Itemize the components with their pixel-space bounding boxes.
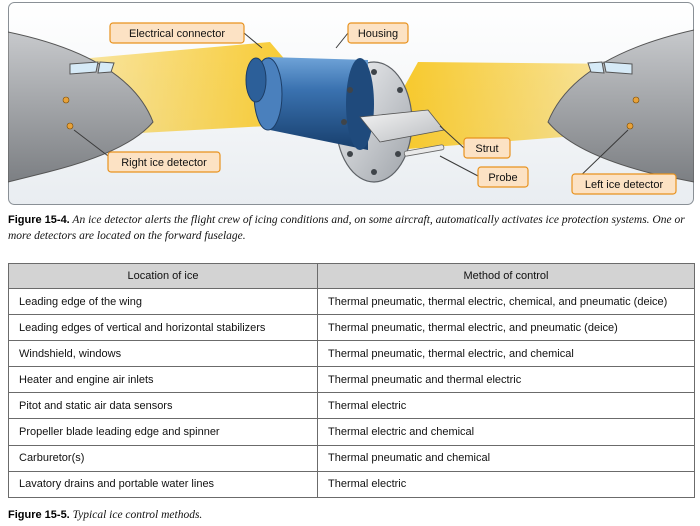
header-location-of-ice: Location of ice xyxy=(8,263,318,289)
location-cell: Carburetor(s) xyxy=(8,444,318,472)
figure-15-4-caption: Figure 15-4. An ice detector alerts the … xyxy=(8,212,696,244)
callout-text-probe: Probe xyxy=(488,172,517,184)
table-row: Heater and engine air inlets Thermal pne… xyxy=(8,366,695,394)
method-cell: Thermal pneumatic, thermal electric, and… xyxy=(317,340,695,368)
location-cell: Heater and engine air inlets xyxy=(8,366,318,394)
location-cell: Propeller blade leading edge and spinner xyxy=(8,418,318,446)
callout-text-housing: Housing xyxy=(358,28,398,40)
figure-15-5-label: Figure 15-5. xyxy=(8,509,70,521)
method-cell: Thermal pneumatic, thermal electric, and… xyxy=(317,314,695,342)
table-header-row: Location of ice Method of control xyxy=(8,263,695,289)
table-row: Leading edge of the wing Thermal pneumat… xyxy=(8,287,695,316)
figure-15-4-label: Figure 15-4. xyxy=(8,214,70,226)
callout-right-ice-detector: Right ice detector xyxy=(107,151,221,173)
callout-text-right-ice-detector: Right ice detector xyxy=(121,157,207,169)
location-cell: Pitot and static air data sensors xyxy=(8,392,318,420)
table-row: Lavatory drains and portable water lines… xyxy=(8,470,695,498)
method-cell: Thermal pneumatic and thermal electric xyxy=(317,366,695,394)
ice-control-methods-table: Location of ice Method of control Leadin… xyxy=(8,263,695,498)
method-cell: Thermal electric and chemical xyxy=(317,418,695,446)
table-row: Carburetor(s) Thermal pneumatic and chem… xyxy=(8,444,695,472)
figure-15-4-text: An ice detector alerts the flight crew o… xyxy=(8,214,685,242)
table-row: Leading edges of vertical and horizontal… xyxy=(8,314,695,342)
location-cell: Lavatory drains and portable water lines xyxy=(8,470,318,498)
aircraft-nose-left-icon xyxy=(8,31,154,183)
callout-housing: Housing xyxy=(347,22,409,44)
table-row: Propeller blade leading edge and spinner… xyxy=(8,418,695,446)
method-cell: Thermal pneumatic, thermal electric, che… xyxy=(317,287,695,316)
method-cell: Thermal pneumatic and chemical xyxy=(317,444,695,472)
callout-probe: Probe xyxy=(477,166,529,188)
callout-text-left-ice-detector: Left ice detector xyxy=(585,179,664,191)
table-row: Pitot and static air data sensors Therma… xyxy=(8,392,695,420)
location-cell: Leading edges of vertical and horizontal… xyxy=(8,314,318,342)
callout-left-ice-detector: Left ice detector xyxy=(571,173,677,195)
ice-detector-illustration: Electrical connector Housing Strut Probe… xyxy=(8,2,694,205)
ice-detector-unit-icon xyxy=(245,57,445,183)
header-method-of-control: Method of control xyxy=(317,263,695,289)
method-cell: Thermal electric xyxy=(317,470,695,498)
aircraft-nose-right-icon xyxy=(547,29,694,183)
location-cell: Windshield, windows xyxy=(8,340,318,368)
callout-text-strut: Strut xyxy=(475,143,498,155)
callout-electrical-connector: Electrical connector xyxy=(109,22,245,44)
figure-15-5-caption: Figure 15-5. Typical ice control methods… xyxy=(8,509,696,521)
method-cell: Thermal electric xyxy=(317,392,695,420)
location-cell: Leading edge of the wing xyxy=(8,287,318,316)
callout-text-electrical-connector: Electrical connector xyxy=(129,28,225,40)
callout-strut: Strut xyxy=(463,137,511,159)
table-row: Windshield, windows Thermal pneumatic, t… xyxy=(8,340,695,368)
figure-15-5-text: Typical ice control methods. xyxy=(69,509,203,521)
ice-detector-figure: Electrical connector Housing Strut Probe… xyxy=(8,2,694,205)
